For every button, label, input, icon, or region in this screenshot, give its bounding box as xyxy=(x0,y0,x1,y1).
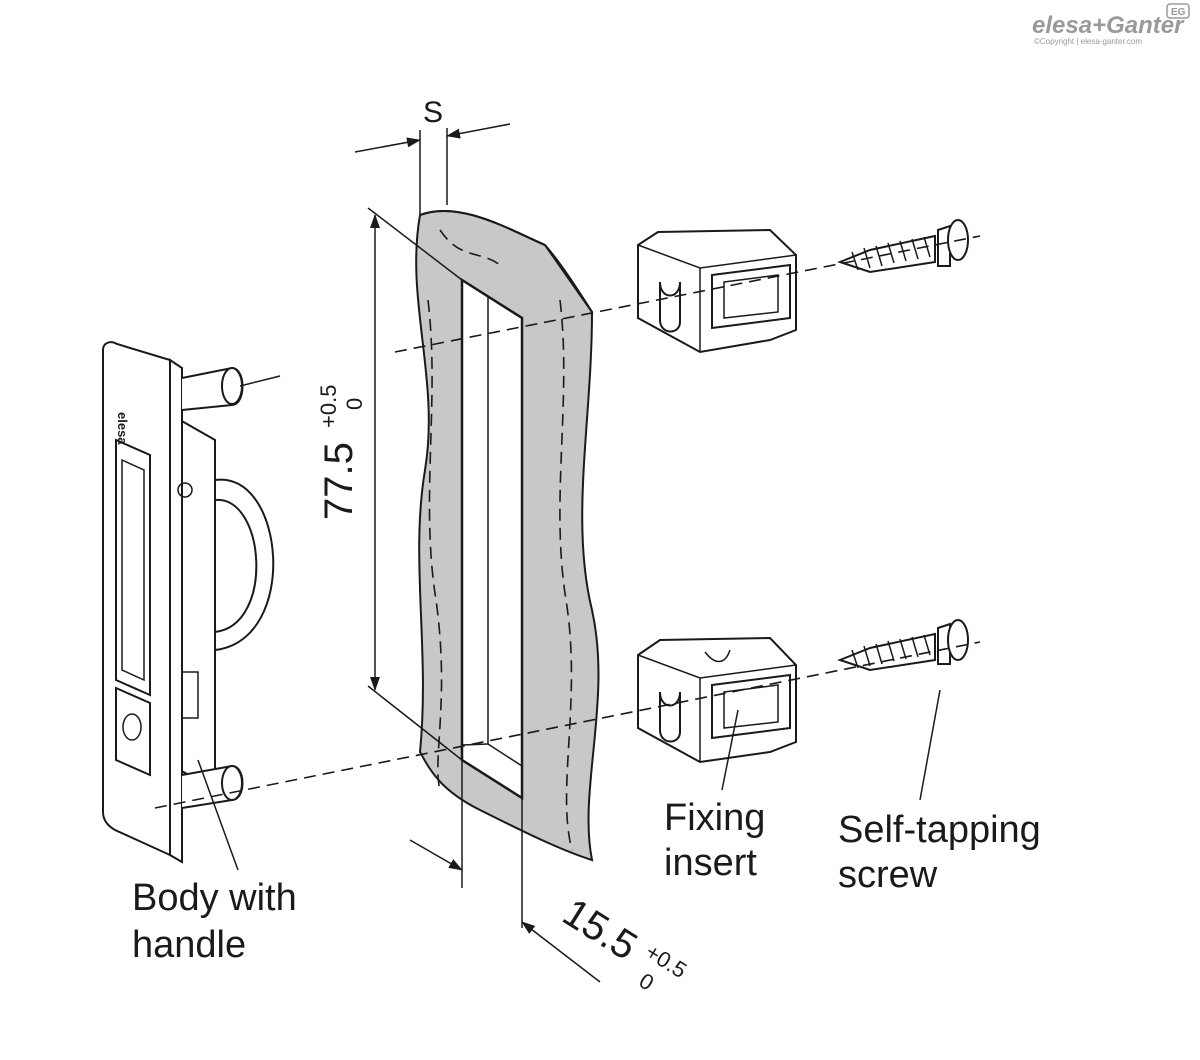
label-insert-line1: Fixing xyxy=(664,797,765,839)
dimension-thickness: S xyxy=(354,96,511,215)
axis-top-left-stub xyxy=(239,375,281,387)
w-arrow-left xyxy=(409,839,463,871)
body-ring-outer xyxy=(214,478,275,651)
insert-top-slot xyxy=(659,281,681,333)
body-screw-hole xyxy=(177,482,193,498)
screw-bottom xyxy=(837,619,969,672)
lock-hole xyxy=(122,713,142,741)
insert-bottom-slot xyxy=(659,691,681,743)
label-fixing-insert: Fixing insert xyxy=(664,709,765,884)
bottom-pin-end xyxy=(221,765,243,801)
body-side-block xyxy=(179,418,216,792)
label-body-line2: handle xyxy=(132,924,246,966)
axis-bottom xyxy=(154,641,981,809)
fixing-insert-top xyxy=(637,228,797,354)
handle-recess xyxy=(115,438,151,697)
dimension-height: 77.5 +0.5 0 xyxy=(316,207,463,761)
fixing-insert-bottom xyxy=(637,636,797,764)
s-arrow-right xyxy=(446,123,511,139)
h-ext-top xyxy=(367,207,463,281)
screw-bottom-thread xyxy=(851,634,931,669)
panel-cutout xyxy=(460,277,524,801)
dimension-width-lower: 0 xyxy=(635,968,659,996)
brand-badge-frame xyxy=(1166,3,1190,19)
handle-grip xyxy=(121,458,145,682)
panel-hidden-edge-left xyxy=(427,299,443,791)
insert-top-channel-inner xyxy=(723,274,779,319)
assembly-axes xyxy=(154,235,981,809)
axis-top xyxy=(394,235,981,353)
label-self-tapping-screw: Self-tapping screw xyxy=(838,689,1041,896)
panel-hidden-edge-right xyxy=(559,299,573,851)
screw-bottom-shank xyxy=(837,632,936,672)
body-latch xyxy=(182,671,199,719)
leader-screw xyxy=(919,689,941,801)
label-insert-line2: insert xyxy=(664,842,757,884)
insert-bottom-channel-inner xyxy=(723,684,779,729)
panel-top-edge xyxy=(419,209,593,313)
label-body-with-handle: Body with handle xyxy=(132,759,297,966)
flange-side xyxy=(169,358,183,864)
screw-bottom-head xyxy=(947,619,969,661)
panel xyxy=(415,209,600,862)
screw-top xyxy=(837,219,969,274)
h-ext-bottom xyxy=(367,685,463,761)
dimension-s-label: S xyxy=(423,96,443,129)
panel-hidden-edge-top xyxy=(439,229,501,266)
cutout-bottom-wall xyxy=(461,743,489,746)
copyright-text: ©Copyright | elesa-ganter.com xyxy=(1034,37,1142,46)
brand-logo: elesa+Ganter EG ©Copyright | elesa-gante… xyxy=(1032,3,1190,46)
screw-bottom-collar xyxy=(937,622,951,665)
dimension-height-value: 77.5 xyxy=(317,442,361,520)
brand-badge-text: EG xyxy=(1171,7,1186,18)
embossed-brand: elesa xyxy=(115,412,130,445)
body-with-handle: elesa xyxy=(102,341,275,864)
label-screw-line1: Self-tapping xyxy=(838,809,1041,851)
screw-top-collar xyxy=(937,224,951,267)
insert-bottom-notch xyxy=(704,649,731,663)
dimension-height-upper: +0.5 xyxy=(316,385,341,428)
top-pin-end xyxy=(221,367,243,405)
label-screw-line2: screw xyxy=(838,854,938,896)
w-arrow-right xyxy=(521,921,601,983)
s-arrow-left xyxy=(354,137,421,153)
brand-logo-text: elesa+Ganter xyxy=(1032,12,1185,39)
lock-window xyxy=(115,686,151,777)
leader-body xyxy=(197,759,239,871)
label-body-line1: Body with xyxy=(132,877,297,919)
dimension-height-lower: 0 xyxy=(342,398,367,410)
body-ring-inner xyxy=(214,498,258,633)
leader-insert xyxy=(721,709,739,791)
